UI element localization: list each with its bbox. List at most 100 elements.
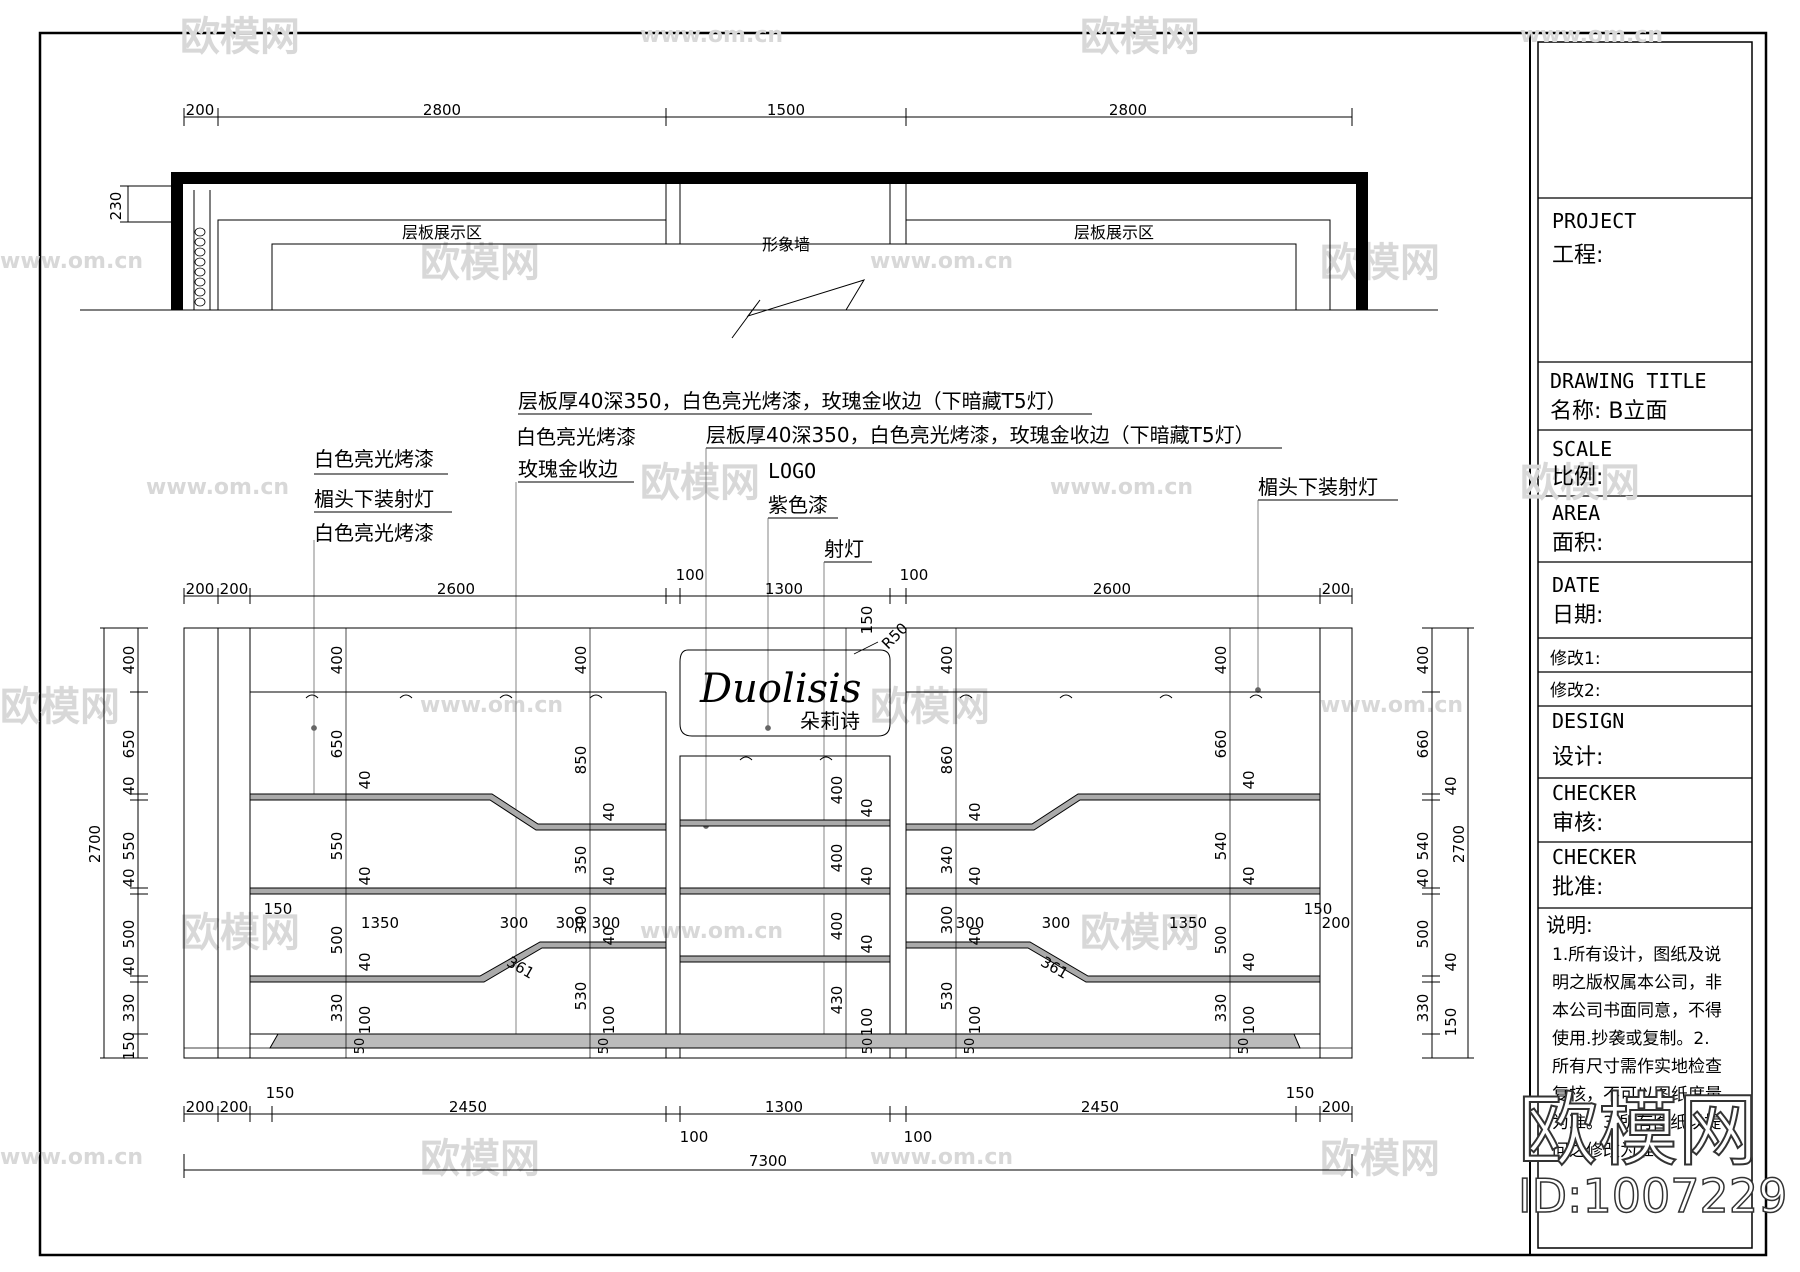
watermark-url: www.om.cn [870,1145,1013,1170]
svg-text:300: 300 [500,914,529,932]
note-line: 1.所有设计，图纸及说 [1552,945,1721,965]
watermark-brand: 欧模网 [180,14,300,60]
svg-text:150: 150 [264,900,293,918]
svg-text:500: 500 [1212,926,1230,955]
watermark-brand: 欧模网 [0,684,120,730]
project-label: PROJECT [1552,209,1636,233]
svg-text:300: 300 [556,914,585,932]
svg-text:150: 150 [858,606,876,635]
watermark-brand: 欧模网 [1080,14,1200,60]
svg-text:540: 540 [1414,832,1432,861]
svg-text:400: 400 [1414,646,1432,675]
title-block-frame [1537,41,1753,1249]
svg-text:40: 40 [120,776,138,795]
elev-top-dim: 2600 [437,580,475,598]
inner-dims-col1: 400 650 40 550 40 500 40 330 100 50 [328,646,374,1055]
svg-text:40: 40 [1442,776,1460,795]
svg-text:50: 50 [1237,1038,1252,1055]
svg-text:330: 330 [1414,994,1432,1023]
svg-text:540: 540 [1212,832,1230,861]
svg-text:361: 361 [504,953,538,983]
svg-text:40: 40 [858,798,876,817]
svg-text:100: 100 [356,1006,374,1035]
svg-text:40: 40 [966,866,984,885]
svg-text:40: 40 [600,802,618,821]
watermark-brand: 欧模网 [420,240,540,286]
title-block: PROJECT 工程: DRAWING TITLE 名称: B立面 SCALE … [1546,209,1722,1161]
watermark-url: www.om.cn [0,249,143,274]
svg-text:500: 500 [120,920,138,949]
logo-main-text: Duolisis [699,666,861,712]
callout-white-paint: 白色亮光烤漆 [314,447,434,471]
svg-text:660: 660 [1212,730,1230,759]
svg-text:150: 150 [1304,900,1333,918]
plan-side-dim: 230 [107,192,125,221]
svg-text:40: 40 [120,868,138,887]
svg-text:50: 50 [861,1038,876,1055]
plan-dim: 2800 [1109,101,1147,119]
svg-text:400: 400 [328,646,346,675]
svg-text:40: 40 [966,926,984,945]
svg-text:100: 100 [904,1128,933,1146]
watermark-url: www.om.cn [640,919,783,944]
title-block-rows [1538,197,1752,909]
elev-top-dim: 1300 [765,580,803,598]
callout-logo: LOGO [768,459,816,483]
note-line: 复核，不可以图纸度量 [1552,1085,1722,1105]
svg-text:40: 40 [858,934,876,953]
svg-text:40: 40 [1240,770,1258,789]
svg-text:330: 330 [120,994,138,1023]
svg-text:330: 330 [1212,994,1230,1023]
callout-shelf-note-1: 层板厚40深350，白色亮光烤漆，玫瑰金收边（下暗藏T5灯） [518,389,1067,413]
watermark-brand-large: 欧模网 [1518,1084,1758,1177]
svg-text:400: 400 [938,646,956,675]
svg-text:100: 100 [966,1006,984,1035]
svg-text:1350: 1350 [361,914,399,932]
watermark-url: www.om.cn [1050,475,1193,500]
elevation-view: 200 200 2600 100 1300 100 2600 200 [86,566,1474,1178]
watermark-url: www.om.cn [146,475,289,500]
svg-text:1300: 1300 [765,1098,803,1116]
radius-label: R50 [878,619,912,653]
inner-dims-col4: 400 860 40 340 40 300 40 530 100 50 [938,646,984,1055]
svg-text:400: 400 [1212,646,1230,675]
svg-text:400: 400 [828,844,846,873]
svg-text:40: 40 [966,802,984,821]
plan-dim: 1500 [767,101,805,119]
svg-text:50: 50 [353,1038,368,1055]
svg-text:2700: 2700 [1450,825,1468,863]
callout-white-paint: 白色亮光烤漆 [516,425,636,449]
svg-text:40: 40 [1240,866,1258,885]
approver-cn: 批准: [1552,875,1603,900]
svg-text:300: 300 [956,914,985,932]
svg-text:40: 40 [356,770,374,789]
svg-text:40: 40 [1240,952,1258,971]
svg-text:300: 300 [572,906,590,935]
area-cn: 面积: [1552,531,1603,556]
svg-text:2450: 2450 [449,1098,487,1116]
callout-lintel-light-left: 楣头下装射灯 [314,487,434,511]
note-line: 本公司书面同意，不得 [1552,1001,1722,1021]
svg-text:650: 650 [328,730,346,759]
svg-text:40: 40 [1442,952,1460,971]
elev-top-dim: 100 [676,566,705,584]
svg-text:550: 550 [120,832,138,861]
svg-text:361: 361 [1038,953,1072,983]
svg-text:40: 40 [356,866,374,885]
elev-top-dim: 100 [900,566,929,584]
svg-text:660: 660 [1414,730,1432,759]
elev-top-dim: 200 [220,580,249,598]
revision-2: 修改2: [1550,681,1601,701]
svg-text:200: 200 [1322,1098,1351,1116]
svg-text:300: 300 [938,906,956,935]
svg-text:500: 500 [1414,920,1432,949]
svg-text:400: 400 [828,912,846,941]
watermark-brand: 欧模网 [1080,910,1200,956]
elev-top-dim: 200 [1322,580,1351,598]
project-cn: 工程: [1552,243,1603,268]
svg-text:650: 650 [120,730,138,759]
svg-text:150: 150 [120,1032,138,1061]
scale-cn: 比例: [1552,465,1603,490]
date-cn: 日期: [1552,603,1603,628]
callouts: 层板厚40深350，白色亮光烤漆，玫瑰金收边（下暗藏T5灯） 层板厚40深350… [311,389,1398,1043]
